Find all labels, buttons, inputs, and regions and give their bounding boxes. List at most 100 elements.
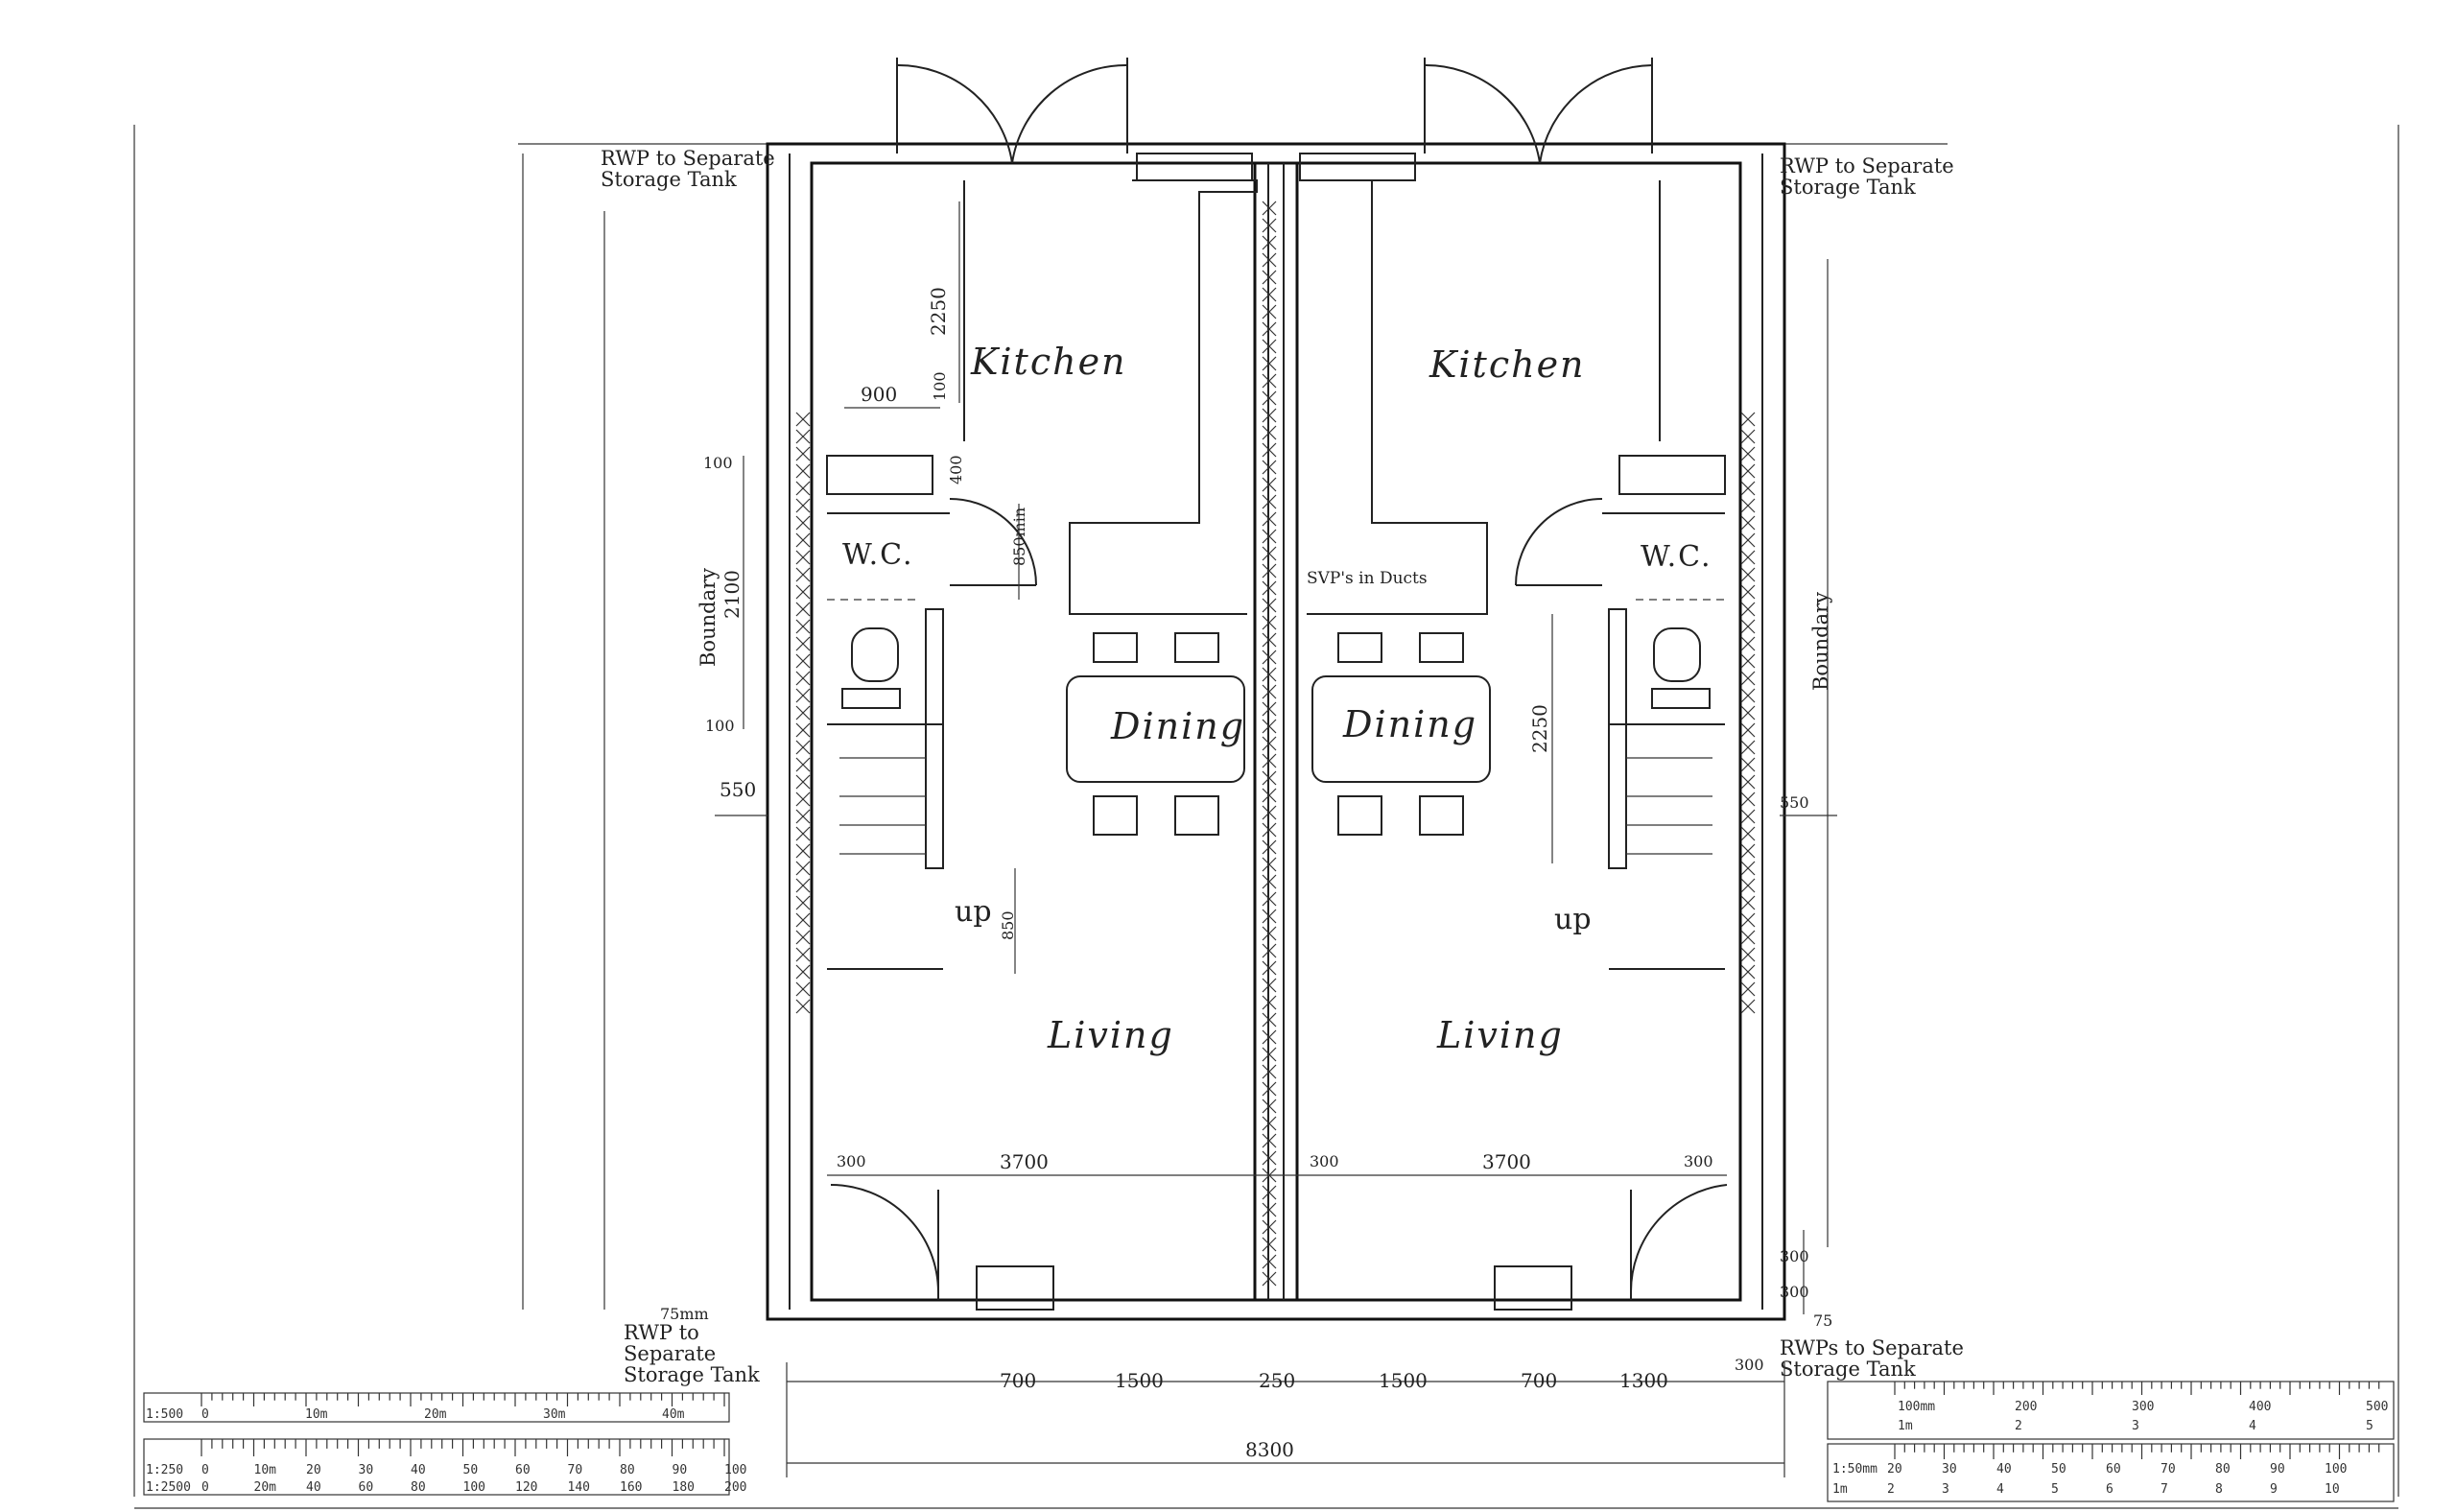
scale-tick-label: 0 xyxy=(201,1463,209,1477)
svg-text:1:250: 1:250 xyxy=(146,1463,183,1477)
scale-tick-label: 140 xyxy=(568,1480,590,1495)
dining-set-left xyxy=(1066,632,1245,836)
scale-tick-label: 60 xyxy=(359,1480,374,1495)
scale-tick-label: 20m xyxy=(254,1480,277,1495)
scale-tick-label: 1m xyxy=(1832,1482,1848,1497)
scale-tick-label: 60 xyxy=(515,1463,531,1477)
stair-up-label-left: up xyxy=(955,895,992,929)
svg-text:10m: 10m xyxy=(305,1407,328,1422)
living-label-right: Living xyxy=(1436,1014,1564,1056)
kitchen-label-left: Kitchen xyxy=(970,341,1127,383)
scale-tick-label: 180 xyxy=(673,1480,695,1495)
dim-300-vert-b: 300 xyxy=(1780,1283,1809,1301)
wc-core-left xyxy=(826,455,1037,970)
wc-core-right xyxy=(1515,455,1726,970)
scale-tick-label: 160 xyxy=(620,1480,642,1495)
dim-400: 400 xyxy=(947,455,965,484)
scale-tick-label: 300 xyxy=(2132,1400,2154,1414)
rwp-note-top-left: RWP to Separate Storage Tank xyxy=(601,147,775,191)
dim-100-small: 100 xyxy=(931,371,949,401)
dining-label-right: Dining xyxy=(1342,703,1477,745)
scale-tick-label: 30 xyxy=(359,1463,374,1477)
dim-300-a: 300 xyxy=(837,1152,866,1170)
scale-tick-label: 200 xyxy=(724,1480,746,1495)
scale-tick-label: 1m xyxy=(1898,1419,1913,1433)
dim-3700-a: 3700 xyxy=(1000,1150,1049,1173)
rwp-note-bottom-right: RWPs to Separate Storage Tank xyxy=(1780,1336,1964,1381)
dim-bottom-1500-a: 1500 xyxy=(1115,1369,1164,1392)
svg-text:Storage Tank: Storage Tank xyxy=(624,1363,760,1386)
boundary-label-left: Boundary xyxy=(697,568,720,667)
wall-hatching xyxy=(795,201,1756,1287)
scale-tick-label: 100mm xyxy=(1898,1400,1935,1414)
rear-doors xyxy=(896,58,1653,164)
svp-note: SVP's in Ducts xyxy=(1307,569,1428,588)
dim-bottom-250: 250 xyxy=(1259,1369,1295,1392)
dim-550-right: 550 xyxy=(1780,793,1809,812)
scale-tick-label: 40 xyxy=(411,1463,426,1477)
scale-tick-label: 0 xyxy=(201,1480,209,1495)
svg-text:RWPs to Separate: RWPs to Separate xyxy=(1780,1336,1964,1359)
scale-tick-label: 30 xyxy=(1942,1462,1957,1477)
scale-tick-label: 7 xyxy=(2161,1482,2168,1497)
dim-bottom-1300: 1300 xyxy=(1619,1369,1668,1392)
scale-tick-label: 500 xyxy=(2366,1400,2388,1414)
svg-text:40m: 40m xyxy=(662,1407,685,1422)
scale-tick-label: 10 xyxy=(2325,1482,2340,1497)
dimension-lines xyxy=(522,154,1837,1477)
wc-label-left: W.C. xyxy=(842,538,914,572)
scale-tick-label: 120 xyxy=(515,1480,537,1495)
scale-tick-label: 100 xyxy=(463,1480,485,1495)
dim-75mm: 75mm xyxy=(660,1305,709,1323)
scale-tick-label: 100 xyxy=(724,1463,746,1477)
scale-tick-label: 10m xyxy=(254,1463,277,1477)
dim-850-stair: 850 xyxy=(999,910,1017,940)
scale-tick-label: 4 xyxy=(2249,1419,2256,1433)
dim-75-right: 75 xyxy=(1813,1311,1832,1330)
dim-100-left-top: 100 xyxy=(703,454,733,472)
scale-tick-label: 400 xyxy=(2249,1400,2271,1414)
dim-300-vert-a: 300 xyxy=(1780,1247,1809,1265)
svg-text:RWP to Separate: RWP to Separate xyxy=(601,147,775,170)
dim-900: 900 xyxy=(861,383,897,406)
scale-tick-label: 100 xyxy=(2325,1462,2347,1477)
dim-bottom-700-a: 700 xyxy=(1000,1369,1036,1392)
scale-tick-label: 80 xyxy=(411,1480,426,1495)
scale-tick-label: 80 xyxy=(620,1463,635,1477)
svg-text:20m: 20m xyxy=(424,1407,447,1422)
scale-tick-label: 1:50mm xyxy=(1832,1462,1877,1477)
scale-tick-label: 90 xyxy=(673,1463,688,1477)
scale-tick-label: 2 xyxy=(2015,1419,2022,1433)
scale-tick-label: 9 xyxy=(2270,1482,2278,1497)
svg-text:1:2500: 1:2500 xyxy=(146,1480,191,1495)
wc-label-right: W.C. xyxy=(1641,540,1712,574)
scale-tick-label: 20 xyxy=(306,1463,321,1477)
scale-tick-label: 6 xyxy=(2106,1482,2114,1497)
scale-tick-label: 80 xyxy=(2215,1462,2231,1477)
svg-text:Separate: Separate xyxy=(624,1342,716,1365)
scale-tick-label: 40 xyxy=(306,1480,321,1495)
svg-text:RWP to: RWP to xyxy=(624,1321,699,1344)
scale-tick-label: 3 xyxy=(2132,1419,2139,1433)
stair-up-label-right: up xyxy=(1554,903,1592,936)
scale-tick-label: 2 xyxy=(1887,1482,1895,1497)
dim-550-left: 550 xyxy=(720,778,756,801)
front-windows xyxy=(976,153,1572,1311)
scale-tick-label: 200 xyxy=(2015,1400,2037,1414)
outer-walls xyxy=(766,142,1786,1321)
boundary-label-right: Boundary xyxy=(1809,592,1832,691)
bottom-dimension-row: 700 1500 250 1500 700 1300 300 xyxy=(1000,1356,1764,1392)
svg-text:Storage Tank: Storage Tank xyxy=(601,168,737,191)
svg-text:1:500: 1:500 xyxy=(146,1407,183,1422)
dim-300-b: 300 xyxy=(1310,1152,1339,1170)
dim-overall-8300: 8300 xyxy=(1245,1438,1294,1461)
scale-tick-label: 20 xyxy=(1887,1462,1902,1477)
scale-tick-label: 3 xyxy=(1942,1482,1949,1497)
dining-label-left: Dining xyxy=(1110,705,1245,747)
kitchen-units xyxy=(963,179,1661,615)
scale-tick-label: 8 xyxy=(2215,1482,2223,1497)
dim-bottom-300: 300 xyxy=(1735,1356,1764,1374)
dim-2250-right: 2250 xyxy=(1528,704,1551,753)
